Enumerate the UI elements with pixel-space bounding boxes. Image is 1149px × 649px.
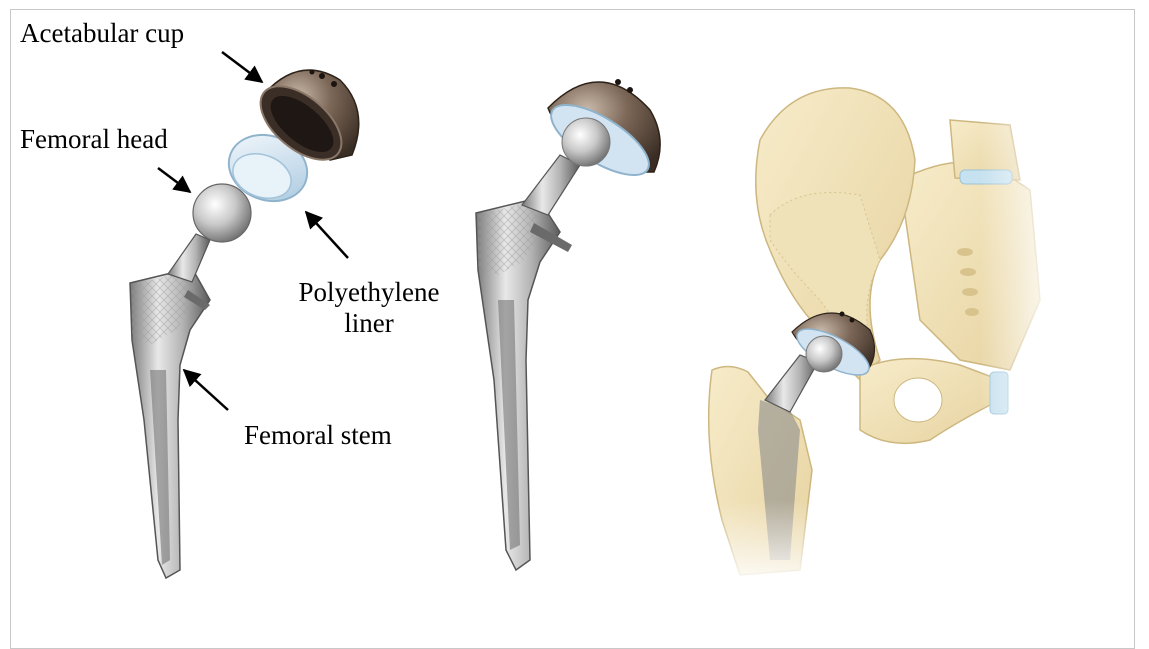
label-polyethylene-line1: Polyethylene bbox=[294, 277, 444, 308]
label-femoral-stem: Femoral stem bbox=[244, 420, 392, 451]
assembled-implant bbox=[476, 79, 660, 570]
arrow-polyethylene-liner bbox=[306, 212, 348, 258]
label-acetabular-cup: Acetabular cup bbox=[20, 18, 184, 49]
pelvis-with-implant bbox=[700, 88, 1060, 590]
femoral-head bbox=[193, 184, 251, 242]
arrow-acetabular-cup bbox=[222, 52, 262, 82]
arrow-femoral-head bbox=[158, 168, 190, 192]
label-polyethylene-liner: Polyethylene liner bbox=[294, 277, 444, 339]
label-femoral-head: Femoral head bbox=[20, 124, 168, 155]
label-polyethylene-line2: liner bbox=[294, 308, 444, 339]
arrow-femoral-stem bbox=[184, 370, 228, 410]
femoral-stem bbox=[130, 234, 210, 578]
